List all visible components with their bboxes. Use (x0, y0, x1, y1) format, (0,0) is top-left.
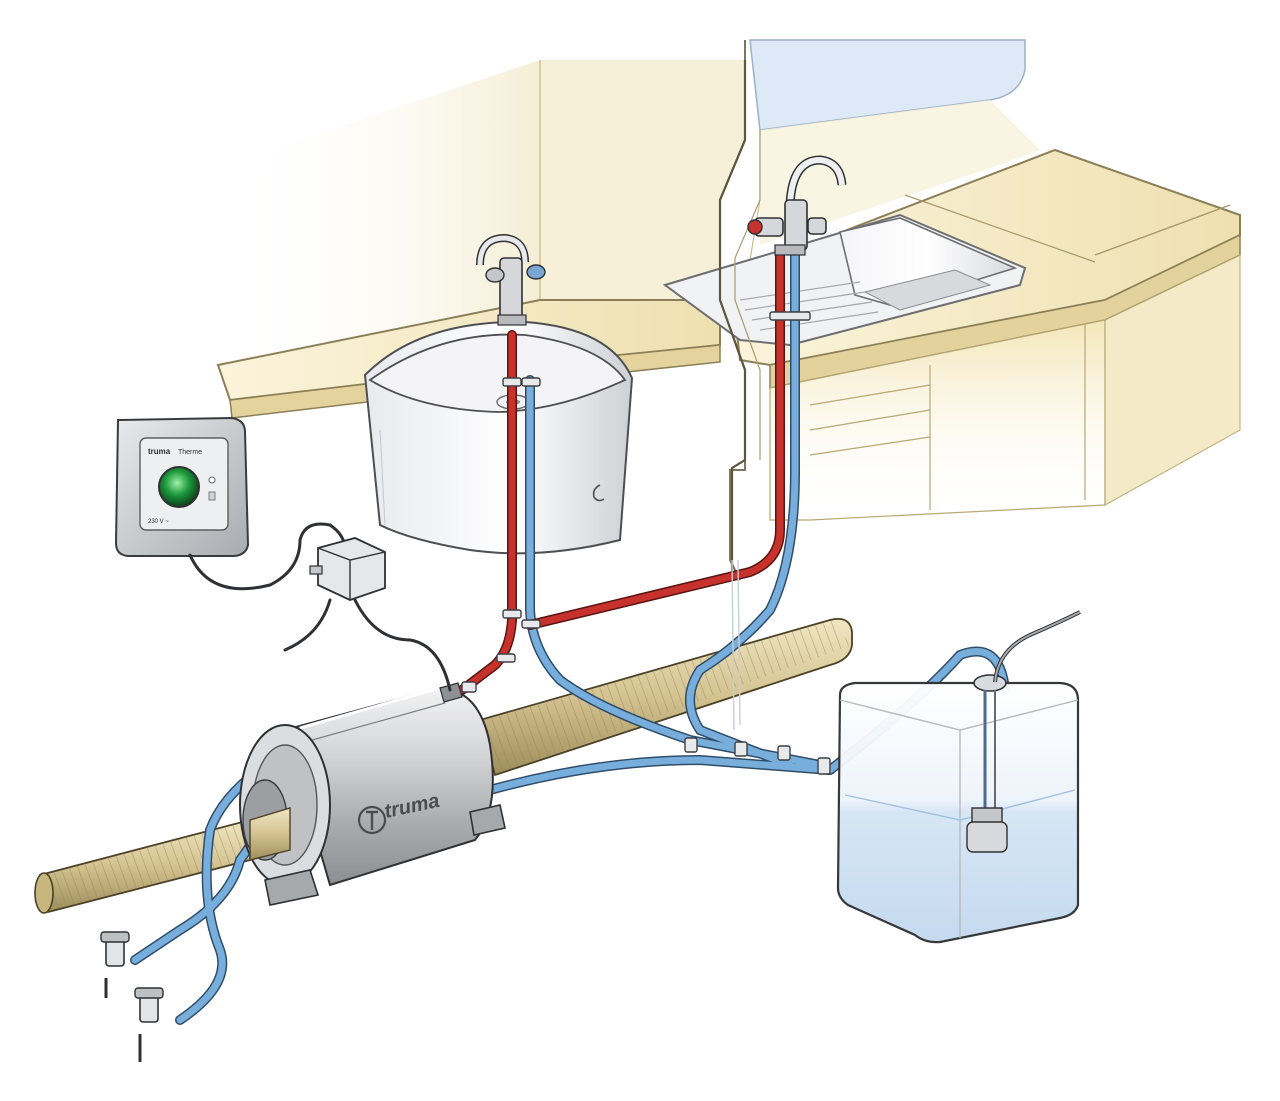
control-panel: truma Therme 230 V ~ (114, 416, 250, 557)
drain-valves (100, 931, 164, 1062)
control-panel-brand-label: truma (148, 447, 171, 456)
partition-wall (718, 60, 761, 580)
junction-box (309, 537, 386, 601)
kitchen-sink (662, 213, 1027, 347)
control-panel-model-label: Therme (178, 449, 202, 456)
drain-valve-icon (134, 987, 164, 1062)
water-tank (836, 610, 1081, 944)
room-background (230, 39, 1040, 581)
drain-valve-icon (100, 931, 130, 998)
status-light-icon (208, 476, 216, 484)
flexible-duct-front (249, 807, 291, 861)
drain-overflow (731, 559, 741, 731)
hose-clamps (461, 311, 831, 775)
fuse-icon (208, 491, 216, 501)
water-heater: truma (239, 682, 506, 906)
flexible-duct (34, 617, 853, 914)
electrical-cabling (188, 522, 452, 692)
power-indicator-icon (158, 466, 200, 508)
washbasin-faucet (476, 233, 546, 326)
hot-water-hoses (457, 245, 785, 695)
submersible-pump-icon (966, 807, 1008, 853)
washbasin-cabinet (363, 320, 634, 555)
control-panel-footer-label: 230 V ~ (148, 519, 169, 525)
kitchen-faucet (747, 155, 847, 256)
heater-logo-icon (357, 805, 387, 835)
